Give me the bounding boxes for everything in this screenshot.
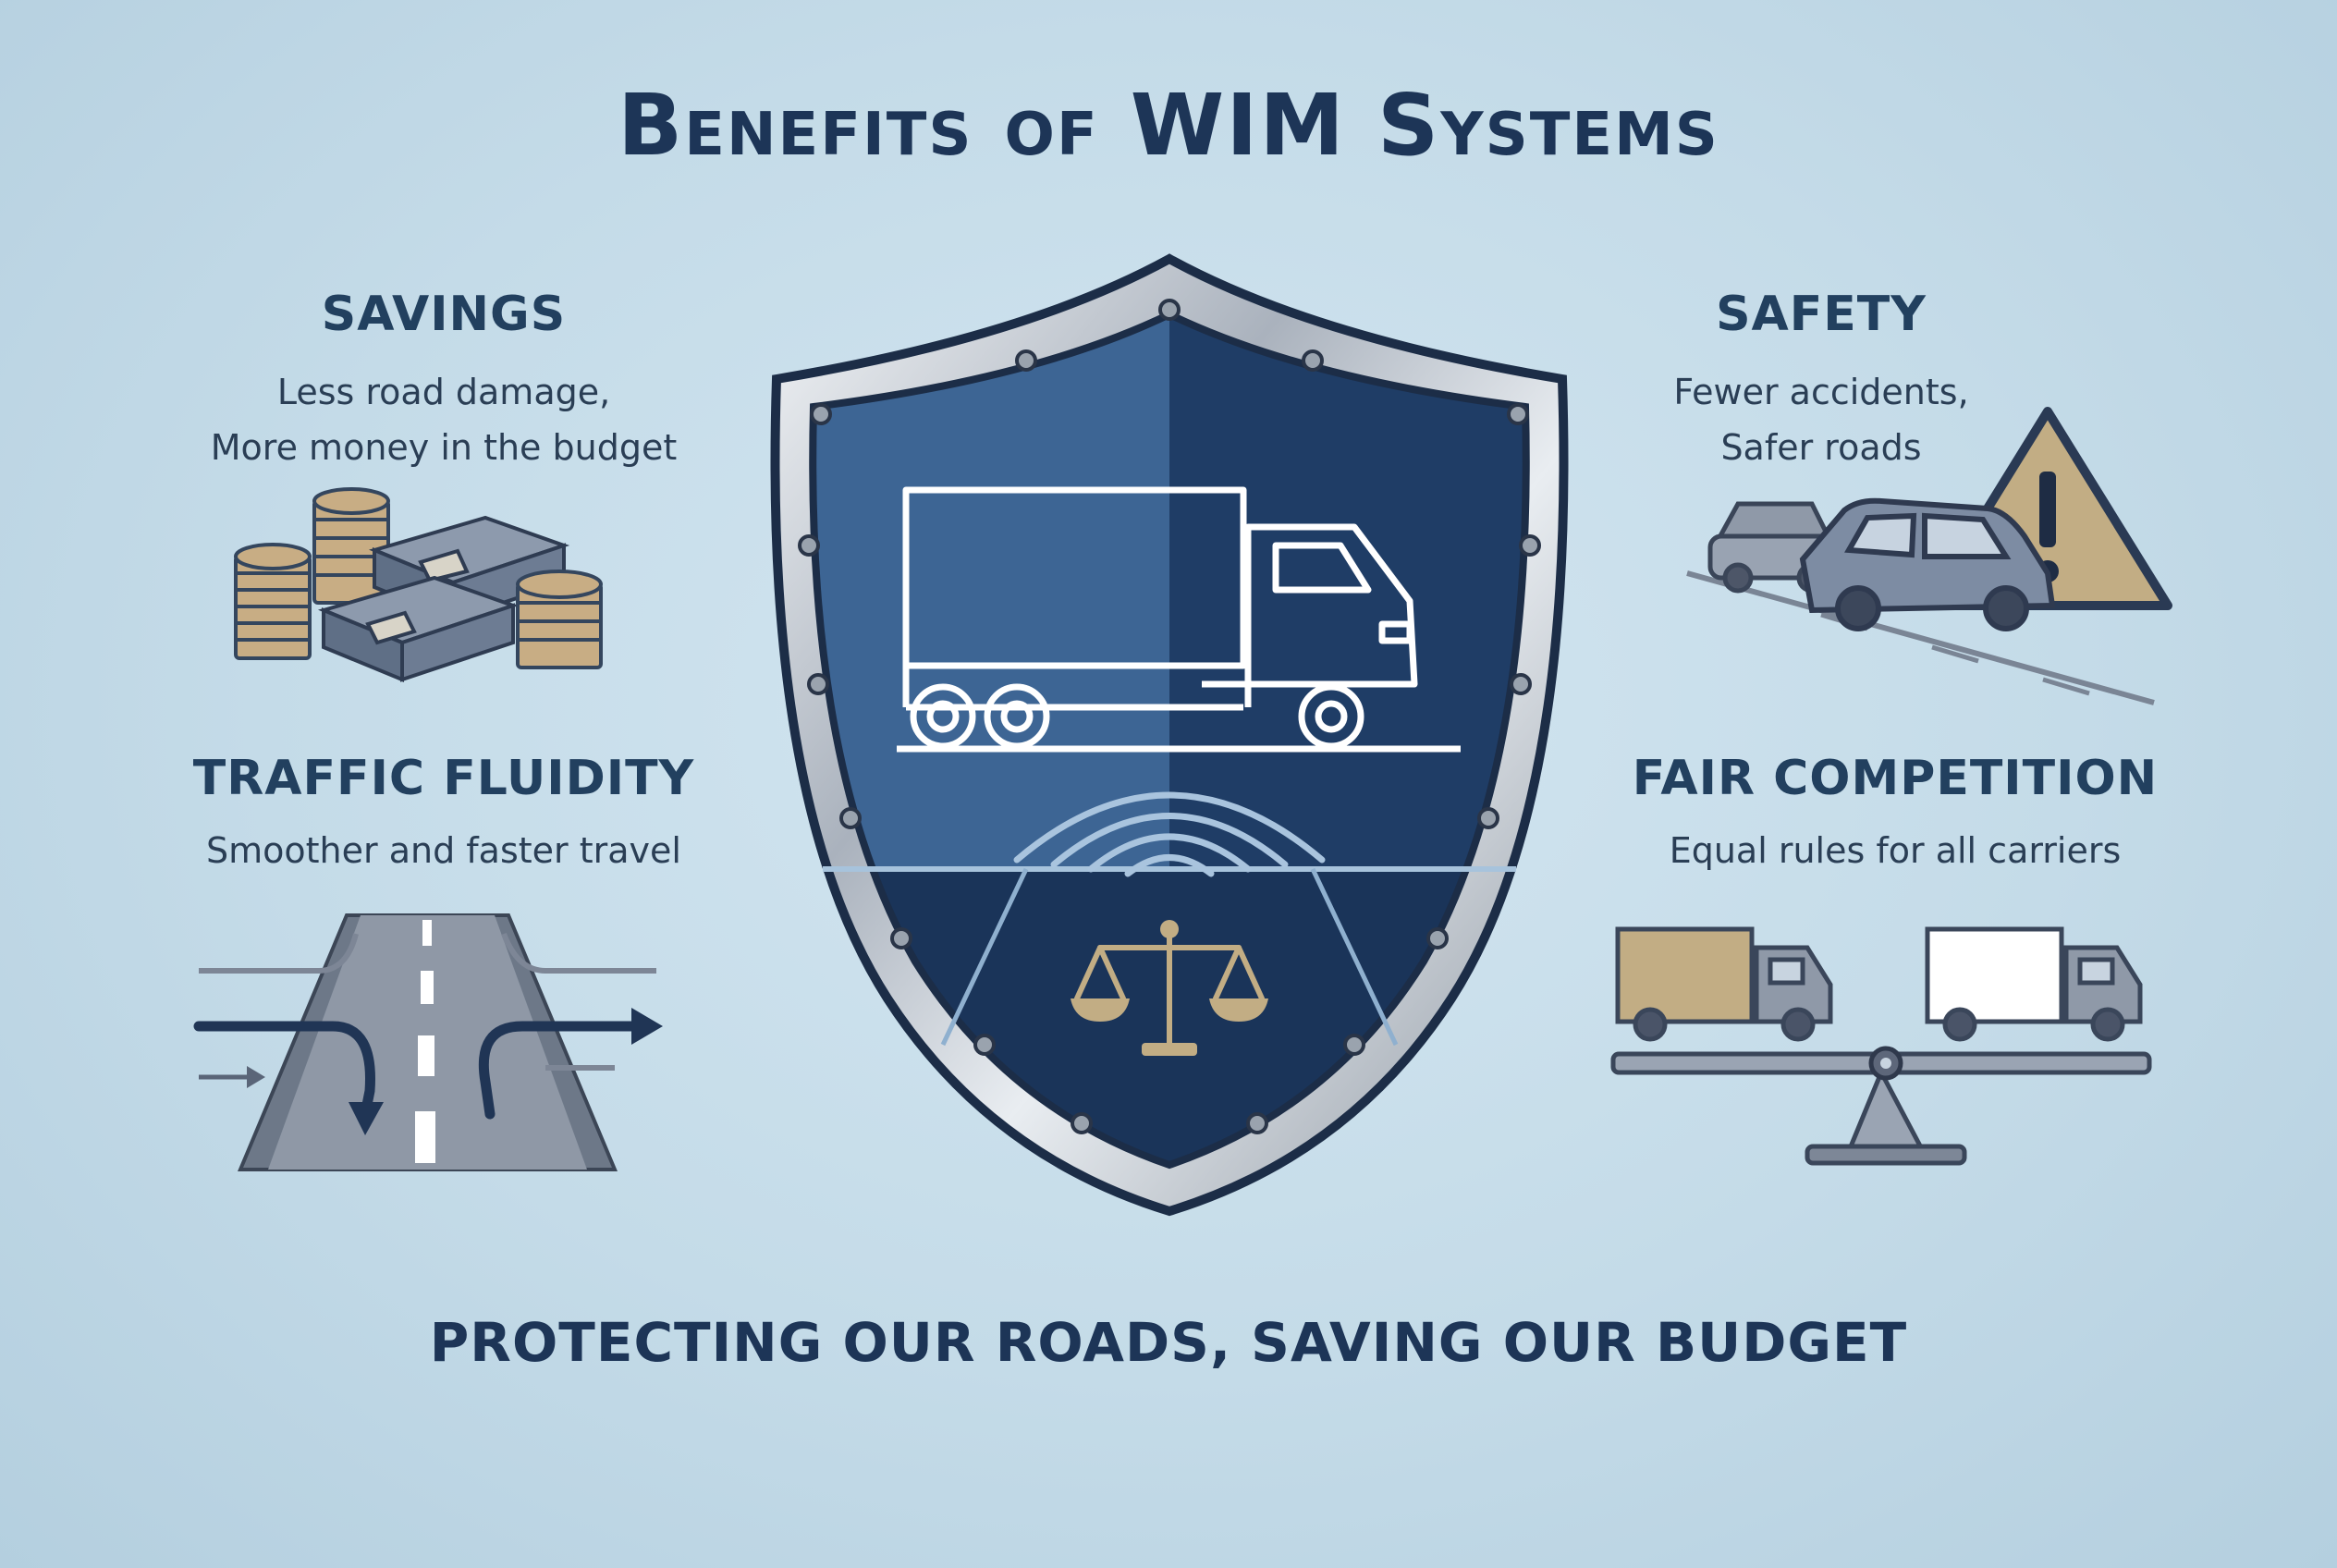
trucks-on-balance-icon bbox=[1610, 926, 2152, 1166]
page-title: Benefits of WIM Systems bbox=[618, 76, 1719, 175]
safety-description-line2: Safer roads bbox=[1720, 427, 1922, 468]
safety-heading: SAFETY bbox=[1716, 287, 1927, 342]
cars-warning-sign-icon bbox=[1686, 407, 2172, 705]
shield-truck-scale-icon bbox=[770, 253, 1569, 1217]
coins-and-cash-icon bbox=[234, 487, 603, 682]
savings-description-line1: Less road damage, bbox=[276, 372, 611, 412]
safety-description-line1: Fewer accidents, bbox=[1673, 372, 1969, 412]
tagline: PROTECTING OUR ROADS, SAVING OUR BUDGET bbox=[429, 1311, 1908, 1374]
road-merge-arrows-icon bbox=[193, 913, 663, 1171]
fair-competition-heading: FAIR COMPETITION bbox=[1632, 751, 2159, 806]
savings-description-line2: More money in the budget bbox=[210, 427, 678, 468]
fair-competition-description: Equal rules for all carriers bbox=[1669, 830, 2122, 871]
traffic-fluidity-description: Smoother and faster travel bbox=[206, 830, 681, 871]
traffic-fluidity-heading: TRAFFIC FLUIDITY bbox=[192, 751, 695, 806]
savings-heading: SAVINGS bbox=[321, 287, 567, 342]
